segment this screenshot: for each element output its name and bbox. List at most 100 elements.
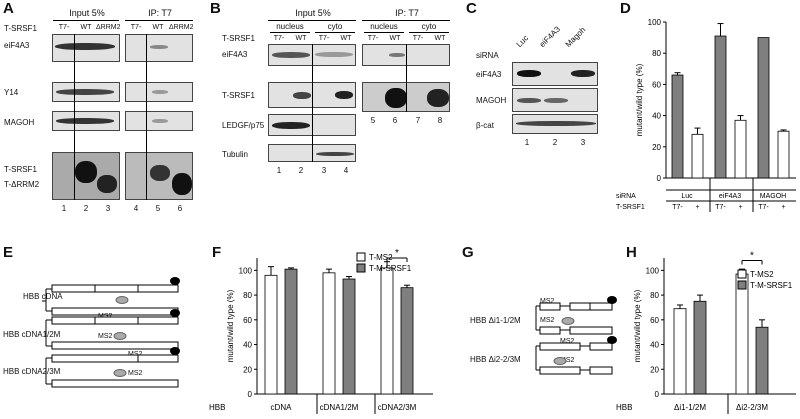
ms2-tag-4: MS2 [128,370,143,377]
b-ip-col-4: WT [434,35,446,42]
col-ip-3: ΔRRM2 [169,24,194,31]
row2-label: T-SRSF1 [616,204,645,211]
g-ms2-tag-3: MS2 [560,338,575,345]
label-hbb-di2: HBB Δi2-2/3M [470,355,521,364]
b-fraction-nucleus: nucleus [276,22,304,31]
label-hbb-di1: HBB Δi1-1/2M [470,316,521,325]
divider-a-input [74,34,75,200]
c-row-bcat: β-cat [476,121,494,130]
panel-label-g: G [462,244,474,261]
lane-a-1: 1 [61,204,67,213]
blot-a-input-magoh [52,111,120,131]
srsf1-oval-23m [113,369,127,377]
blot-c-magoh [512,88,598,112]
g2b-exon-1 [539,366,581,375]
g-ms2-tag-1: MS2 [540,298,555,305]
blot-a-input-eif4a3 [52,34,120,62]
y-axis-label: mutant/wild type (%) [633,289,642,362]
col-input-3: ΔRRM2 [96,24,121,31]
category-label: Δi2-2/3M [736,403,768,412]
input-header: Input 5% [69,8,105,18]
y-axis-label: mutant/wild type (%) [635,63,644,136]
b-row-label-tsrsf1: T-SRSF1 [222,34,255,43]
b-cyto-line [315,32,355,33]
b-col-2: WT [295,35,307,42]
construct-cdna23m [45,347,180,388]
y-tick-label: 80 [243,291,252,300]
b-ip-line [362,20,450,21]
g1-exon-1 [539,302,561,311]
b-lane-4: 4 [343,166,349,175]
label-hbb-cdna12m: HBB cDNA1/2M [3,330,61,339]
group-label: eiF4A3 [719,193,741,200]
y-tick-label: 40 [652,112,661,121]
group-label: Luc [681,193,693,200]
category-label: cDNA2/3M [378,403,417,412]
panel-g-diagram [535,296,617,375]
row-label-y14: Y14 [4,88,19,97]
ejc-dot-23m [170,347,180,355]
group-label: MAGOH [760,193,786,200]
x-prefix-label: HBB [616,403,632,412]
b-col-4: WT [340,35,352,42]
ejc-dot-12m [170,309,180,317]
bar [264,274,278,395]
blot-a-ip-magoh [125,111,193,131]
y-tick-label: 60 [650,316,659,325]
b-lane-5: 5 [370,116,376,125]
bar [673,308,687,395]
col-input-1: T7- [58,24,70,31]
y-tick-label: 40 [243,341,252,350]
bar [714,35,727,179]
b-row-ledgf: LEDGF/p75 [222,121,265,130]
condition-label: T7- [715,204,726,211]
bar [691,133,704,179]
b-ip-header: IP: T7 [395,8,419,18]
label-hbb-cdna: HBB cDNA [23,292,63,301]
g2-srsf1 [553,357,567,365]
b-lane-8: 8 [437,116,443,125]
c-lane-3: 3 [580,138,586,147]
g-ms2-tag-2: MS2 [540,317,555,324]
bar [693,300,707,395]
input-header-line [53,20,119,21]
b-ip-col-1: T7- [367,35,379,42]
b-lane-2: 2 [298,166,304,175]
row-label-tdrrm2: T-ΔRRM2 [4,180,40,189]
b-fraction-cyto: cyto [327,22,343,31]
bar [380,267,394,395]
legend-label: T-MS2 [750,270,774,279]
b-input-line [268,20,356,21]
bar [777,130,790,179]
panel-label-c: C [466,0,477,17]
b-row-eif4a3: eiF4A3 [222,50,248,59]
c-row-eif4a3: eiF4A3 [476,70,502,79]
b-ip-cyto-line [409,32,449,33]
y-tick-label: 100 [648,18,662,27]
g1b-exon-2 [569,326,613,335]
legend-swatch [356,263,366,273]
blot-a-ip-srsf1 [125,152,193,200]
srsf1-oval [115,296,129,304]
divider-b-ip [406,44,407,112]
category-label: cDNA1/2M [320,403,359,412]
c-row-label-sirna: siRNA [476,51,499,60]
legend-swatch [737,269,747,279]
y-tick-label: 20 [243,365,252,374]
blot-a-ip-eif4a3 [125,34,193,62]
b-row-tubulin: Tubulin [222,150,248,159]
row-label-tsrsf1: T-SRSF1 [4,24,37,33]
y-tick-label: 100 [239,266,253,275]
y-tick-label: 0 [248,390,253,399]
category-label: cDNA [271,403,293,412]
c-lane-1: 1 [524,138,530,147]
g2-exon-1 [539,342,581,351]
panel-label-f: F [212,244,222,261]
blot-c-eif4a3 [512,62,598,86]
condition-label: + [738,204,742,211]
b-lane-7: 7 [415,116,421,125]
blot-a-input-y14 [52,82,120,102]
row1-label: siRNA [616,193,636,200]
